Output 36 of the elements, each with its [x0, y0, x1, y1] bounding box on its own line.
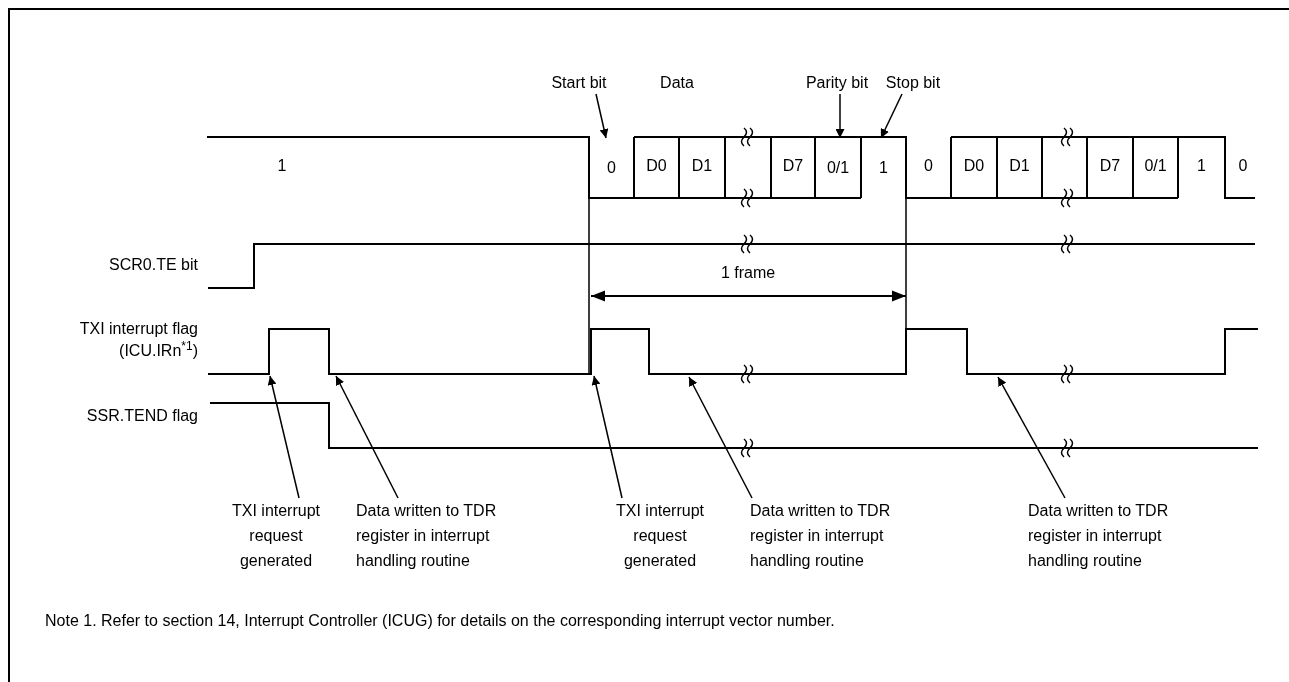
- bit-cell: 0/1: [816, 138, 860, 197]
- callout-label: Data: [650, 70, 704, 95]
- bit-value: 1: [276, 156, 288, 176]
- leader-arrow: [595, 93, 609, 139]
- callout-label: Data written to TDR register in interrupt handling routine: [1028, 498, 1206, 573]
- bit-value: 1: [1196, 156, 1207, 176]
- callout-label: Data written to TDR register in interrupt handling routine: [750, 498, 928, 573]
- signal-name: SSR.TEND flag: [85, 406, 198, 426]
- signal-name: TXI interrupt flag (ICU.IRn$^{*1}$): [78, 319, 198, 361]
- bit-cell: 1: [862, 138, 905, 197]
- leader-arrow: [335, 375, 399, 499]
- dimension-label: 1 frame: [719, 263, 777, 283]
- callout-label: Start bit: [546, 70, 612, 95]
- bit-value: D0: [962, 156, 986, 176]
- callout-label: TXI interrupt request generated: [606, 498, 714, 573]
- bit-value: 0/1: [1143, 156, 1168, 176]
- leader-arrow: [835, 93, 845, 139]
- leader-arrow: [591, 375, 623, 499]
- bit-value: 0: [1237, 156, 1249, 176]
- bit-value: D0: [645, 156, 668, 176]
- signal-name: SCR0.TE bit: [108, 255, 198, 275]
- bit-value: D1: [690, 156, 714, 176]
- callout-label: Stop bit: [880, 70, 946, 95]
- footnote: Note 1. Refer to section 14, Interrupt Controller (ICUG) for details on the corresponding interrupt vector number.: [45, 611, 836, 631]
- bit-value: D7: [781, 156, 805, 176]
- callout-label: Data written to TDR register in interrupt handling routine: [356, 498, 534, 573]
- bit-cell: 0: [590, 138, 633, 197]
- leader-arrow: [267, 375, 300, 499]
- leader-arrow: [880, 93, 903, 139]
- leader-arrow: [688, 376, 753, 499]
- bit-value: D1: [1008, 156, 1031, 176]
- callout-label: TXI interrupt request generated: [222, 498, 330, 573]
- bit-value: D7: [1098, 156, 1122, 176]
- bit-value: 0: [923, 156, 934, 176]
- leader-arrow: [997, 376, 1066, 499]
- callout-label: Parity bit: [796, 70, 878, 95]
